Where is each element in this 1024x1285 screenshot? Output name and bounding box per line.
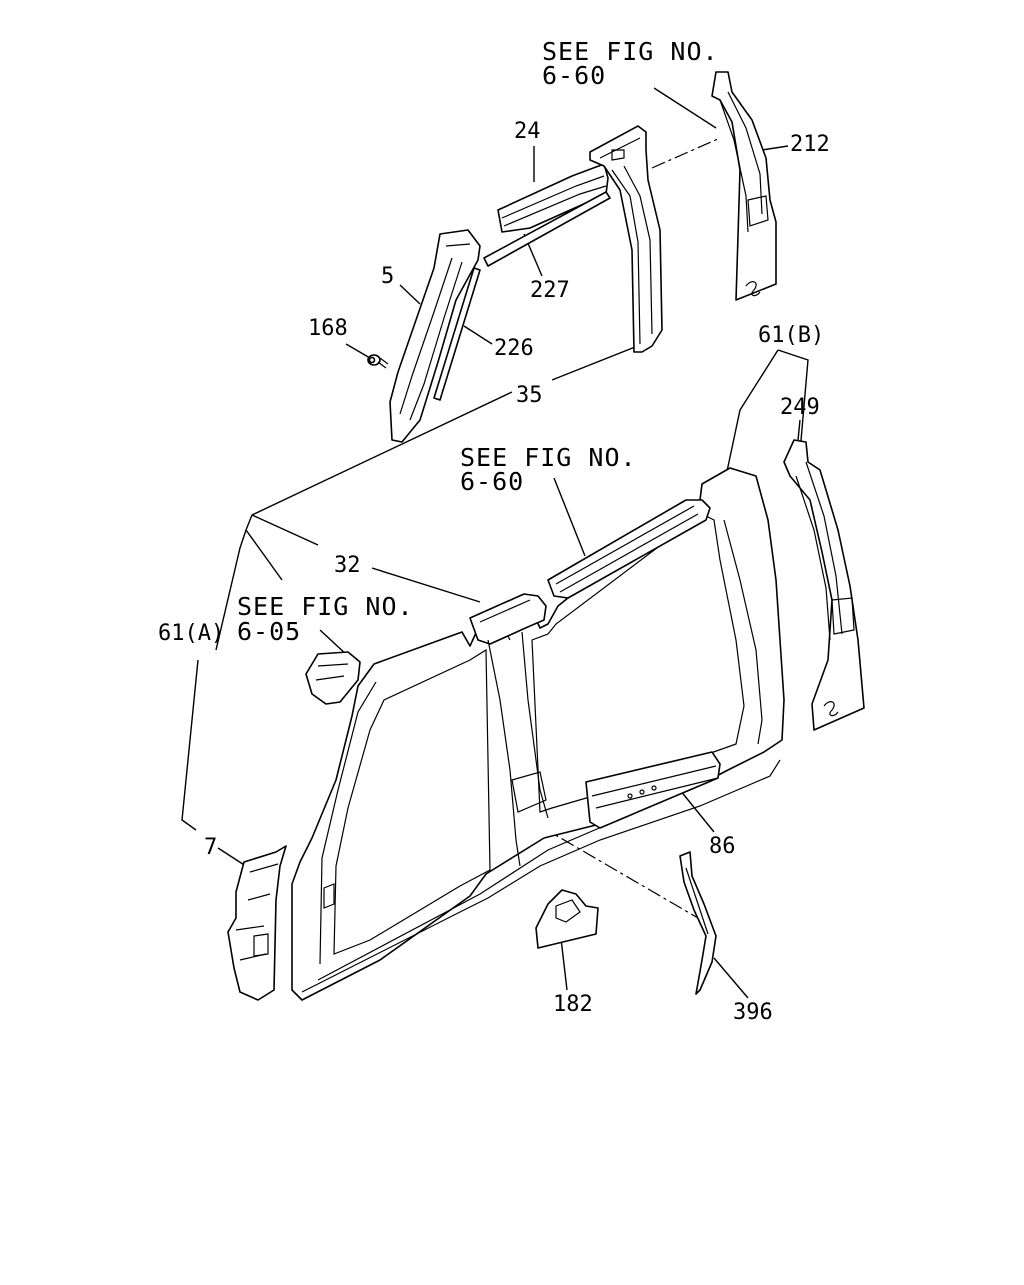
part-227-strip: [483, 191, 611, 267]
part-168-bolt: [367, 354, 389, 369]
callout-212: 212: [790, 132, 830, 157]
callout-61a: 61(A): [158, 621, 224, 646]
part-212-panel: [711, 71, 777, 301]
note-top: SEE FIG NO. 6-60: [542, 37, 719, 90]
callout-168: 168: [308, 316, 348, 341]
callout-227: 227: [530, 278, 570, 303]
callout-5: 5: [381, 264, 394, 289]
part-5-pillar: [389, 229, 481, 443]
callout-249: 249: [780, 395, 820, 420]
callout-226: 226: [494, 336, 534, 361]
part-61-side-frame: [291, 467, 785, 1001]
note-top-line1: SEE FIG NO.: [542, 37, 719, 66]
part-86-rocker: [585, 751, 721, 829]
part-182-plate: [535, 889, 599, 949]
part-7-hinge-pillar: [227, 845, 287, 1001]
middle-roof-rail: [547, 499, 711, 599]
note-top-line2: 6-60: [542, 61, 606, 90]
callout-86: 86: [709, 834, 736, 859]
callout-396: 396: [733, 1000, 773, 1025]
part-396-brace: [679, 851, 717, 995]
note-left: SEE FIG NO. 6-05: [237, 592, 414, 646]
part-226-strip: [433, 267, 481, 401]
note-left-line2: 6-05: [237, 617, 301, 646]
left-small-bracket: [305, 651, 361, 705]
part-24-rail: [497, 163, 609, 233]
callout-24: 24: [514, 119, 541, 144]
part-249-panel: [783, 439, 865, 731]
part-32-cap: [469, 593, 547, 651]
note-middle: SEE FIG NO. 6-60: [460, 443, 637, 496]
callout-7: 7: [204, 835, 217, 860]
part-35-pillar: [589, 125, 663, 353]
note-middle-line2: 6-60: [460, 467, 524, 496]
callout-32: 32: [334, 553, 361, 578]
note-middle-line1: SEE FIG NO.: [460, 443, 637, 472]
callout-182: 182: [553, 992, 593, 1017]
note-left-line1: SEE FIG NO.: [237, 592, 414, 621]
callout-35: 35: [516, 383, 543, 408]
callout-61b: 61(B): [758, 323, 824, 348]
